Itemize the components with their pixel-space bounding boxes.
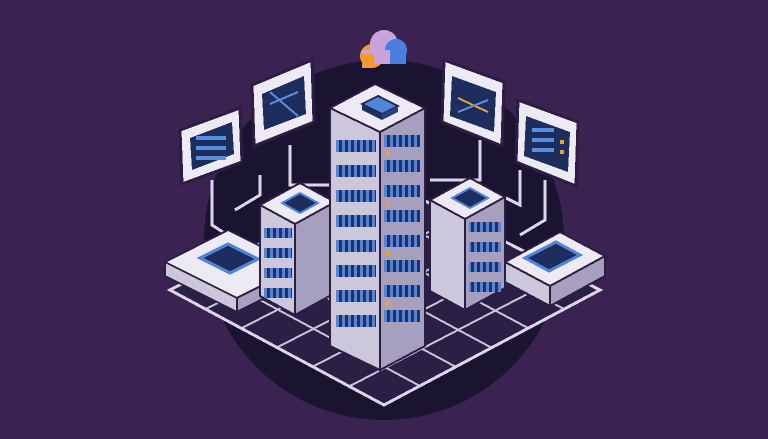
cloud-icon <box>360 30 407 68</box>
monitor-far-left <box>178 105 244 187</box>
right-base-server <box>502 230 608 308</box>
tower-status-lights <box>386 151 390 305</box>
monitor-right <box>440 57 506 149</box>
monitor-left <box>250 57 316 149</box>
tower-drive-bays <box>336 135 420 327</box>
right-server-rack <box>427 176 508 312</box>
tower-top-chip <box>359 94 401 120</box>
central-server-tower <box>327 82 428 372</box>
left-server-rack <box>257 181 338 317</box>
monitor-far-right <box>514 97 580 189</box>
